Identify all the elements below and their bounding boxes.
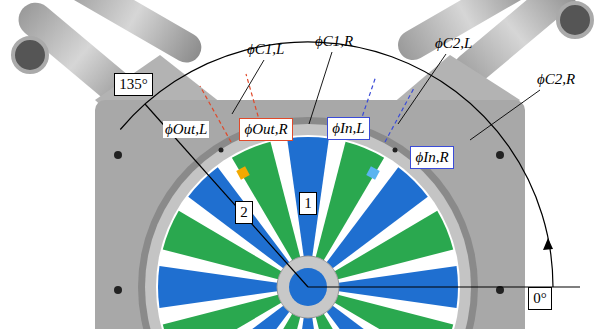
leader-lines [232, 52, 540, 140]
outlet-marker [236, 166, 250, 180]
port-number-box: 2 [235, 201, 253, 224]
angle-135-line [145, 104, 308, 287]
angle-label: ϕC1,L [245, 41, 286, 58]
inlet-right-line [385, 88, 414, 142]
node-text: 2 [240, 204, 248, 221]
bolt [496, 151, 504, 159]
angle-label: ϕC2,R [535, 71, 577, 88]
ring-dot [393, 148, 398, 153]
rotor-sector [232, 314, 300, 329]
leader [398, 54, 446, 124]
bolt [114, 286, 122, 294]
arc-arrowhead [543, 238, 553, 250]
bolt [114, 151, 122, 159]
inner-ring [145, 124, 471, 329]
angle-arc [120, 42, 553, 287]
rotor-disk [156, 135, 460, 329]
angle-label: ϕC1,R [313, 33, 355, 50]
port-number-box: 1 [299, 192, 317, 215]
leader [309, 52, 332, 124]
pipe [393, 0, 538, 65]
rotor-sector [188, 306, 289, 329]
angle-box: 135° [114, 73, 153, 96]
rotor-sector [163, 211, 282, 279]
node-text: ϕIn,L [332, 120, 364, 137]
angle-box: 0° [528, 287, 552, 310]
outlet-angle-box: ϕOut,R [239, 118, 293, 141]
angle-label: ϕOut,L [163, 121, 209, 138]
angle-lines [200, 74, 414, 142]
rotor-sectors [158, 137, 458, 329]
inlet-angle-box: ϕIn,L [327, 117, 370, 140]
node-text: ϕOut,R [244, 121, 287, 138]
node-text: 135° [119, 76, 148, 93]
pipe-end [558, 3, 592, 37]
leader [232, 60, 264, 114]
outer-ring [138, 117, 478, 329]
node-text: 1 [304, 195, 312, 212]
pipe [62, 0, 207, 68]
node-text: ϕIn,R [415, 149, 448, 166]
pipe-end [13, 38, 47, 72]
rotor-sector [316, 142, 384, 261]
angle-label: ϕC2,L [433, 35, 474, 52]
node-text: 0° [533, 290, 547, 307]
inlet-angle-box: ϕIn,R [410, 146, 454, 169]
inlet-marker [366, 166, 380, 180]
leader [470, 90, 540, 140]
ring-dot [219, 148, 224, 153]
